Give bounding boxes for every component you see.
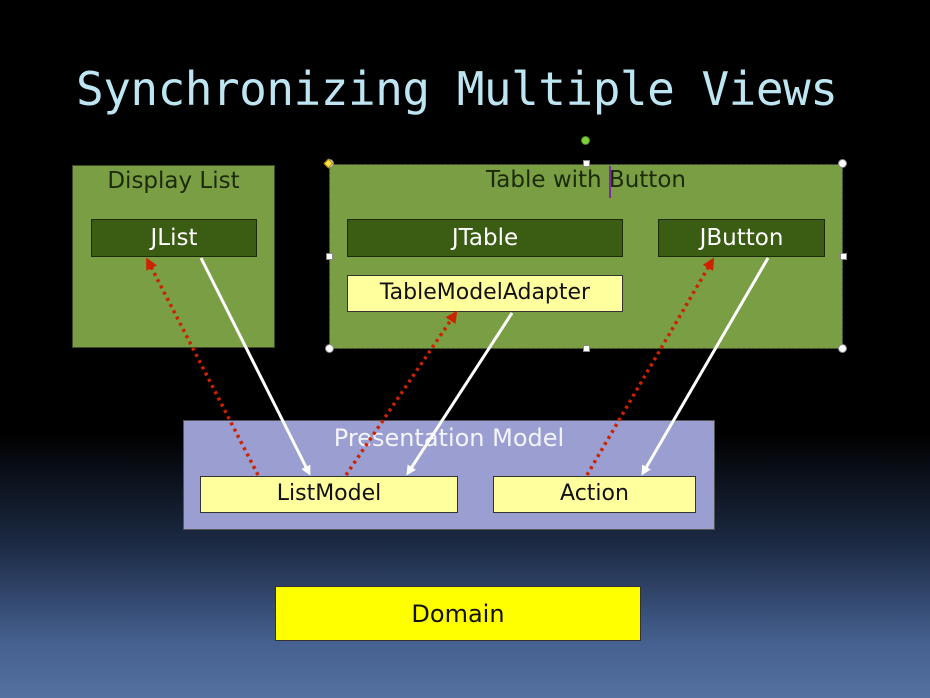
display-list-label: Display List: [107, 168, 240, 194]
resize-handle-bottom-middle[interactable]: [583, 345, 590, 352]
resize-handle-middle-right[interactable]: [840, 253, 847, 260]
rotate-handle-icon[interactable]: [581, 136, 590, 145]
jbutton-box: JButton: [658, 219, 825, 257]
resize-handle-top-middle[interactable]: [583, 160, 590, 167]
arrow-action-to-jbutton: [585, 257, 715, 476]
arrow-listmodel-to-jlist: [146, 257, 260, 476]
presentation-model-label: Presentation Model: [333, 424, 565, 452]
jlist-box: JList: [91, 219, 257, 257]
action-box: Action: [493, 476, 696, 513]
resize-handle-middle-left[interactable]: [326, 253, 333, 260]
resize-handle-bottom-right[interactable]: [838, 344, 847, 353]
list-model-box: ListModel: [200, 476, 458, 513]
table-with-button-label: Table with Button: [486, 167, 686, 193]
arrow-jbutton-to-action: [641, 257, 770, 476]
text-cursor: [609, 166, 611, 198]
arrow-adapter-to-listmodel: [406, 312, 514, 476]
resize-handle-top-right[interactable]: [838, 159, 847, 168]
arrow-listmodel-to-adapter: [344, 310, 458, 476]
table-model-adapter-box: TableModelAdapter: [347, 275, 623, 312]
jtable-box: JTable: [347, 219, 623, 257]
domain-box: Domain: [275, 586, 641, 641]
arrow-jlist-to-listmodel: [199, 257, 311, 476]
slide-title: Synchronizing Multiple Views: [76, 62, 838, 116]
resize-handle-bottom-left[interactable]: [325, 344, 334, 353]
